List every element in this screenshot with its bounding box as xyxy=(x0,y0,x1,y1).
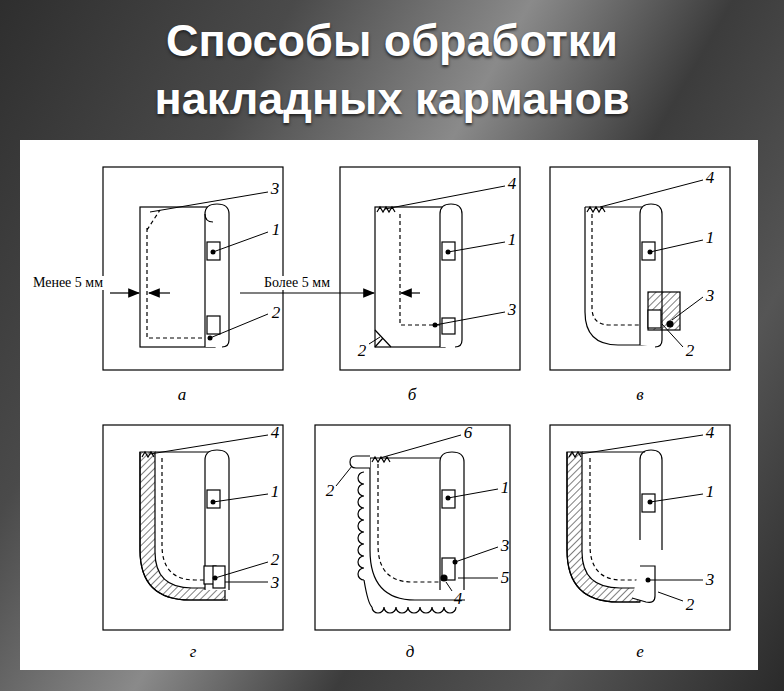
callout-number: 2 xyxy=(686,596,695,613)
callout-number: 3 xyxy=(501,537,510,554)
callout-number: е xyxy=(636,643,644,660)
callout-number: 4 xyxy=(454,590,463,607)
callout-number: 1 xyxy=(706,483,715,500)
callout-number: 2 xyxy=(686,342,695,359)
callout-number: 4 xyxy=(271,424,280,441)
dimension-label: Менее 5 мм xyxy=(31,276,105,290)
callout-number: б xyxy=(408,386,417,403)
callout-number: 2 xyxy=(358,342,367,359)
callout-number: г xyxy=(190,643,197,660)
callout-number: 1 xyxy=(271,483,280,500)
callout-number: 2 xyxy=(326,482,335,499)
callout-number: 2 xyxy=(271,551,280,568)
callout-number: 3 xyxy=(706,287,715,304)
callout-number: 6 xyxy=(464,424,473,441)
slide-title: Способы обработки накладных карманов xyxy=(132,12,652,128)
callout-number: 2 xyxy=(272,304,281,321)
callout-number: 1 xyxy=(706,229,715,246)
callout-number: 1 xyxy=(508,231,517,248)
callout-number: 4 xyxy=(706,424,715,441)
callout-number: 3 xyxy=(508,301,517,318)
callout-number: 4 xyxy=(508,175,517,192)
callout-number: 5 xyxy=(501,569,510,586)
callout-number: д xyxy=(406,643,415,660)
callout-number: 3 xyxy=(271,574,280,591)
callout-number: 1 xyxy=(501,479,510,496)
dimension-label: Более 5 мм xyxy=(262,276,332,290)
callout-number: в xyxy=(636,386,643,403)
callout-number: 4 xyxy=(706,169,715,186)
ruffle-edge xyxy=(358,472,456,613)
callout-number: 3 xyxy=(271,180,280,197)
callout-number: 3 xyxy=(706,571,715,588)
callout-number: 1 xyxy=(272,221,281,238)
callout-number: а xyxy=(178,386,187,403)
